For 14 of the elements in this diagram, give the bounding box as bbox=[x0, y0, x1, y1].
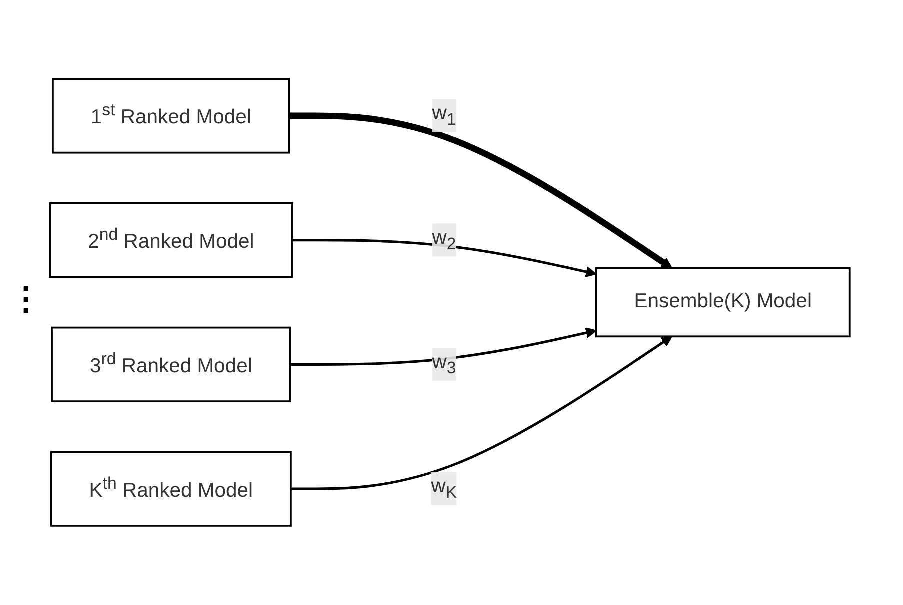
node-box: 3$^{rd}$ Ranked Model bbox=[51, 326, 292, 403]
node-box: K$^{th}$ Ranked Model bbox=[50, 451, 292, 527]
edge-label: w$_{3}$ bbox=[432, 352, 456, 378]
arrow bbox=[289, 112, 673, 269]
arrow bbox=[290, 328, 597, 366]
edge-label: w$_{2}$ bbox=[432, 228, 456, 254]
ellipsis-mark: ⋮ bbox=[10, 280, 42, 318]
edge-label: w$_{K}$ bbox=[431, 476, 458, 502]
arrow bbox=[290, 336, 673, 490]
node-box: 1$^{st}$ Ranked Model bbox=[52, 78, 290, 154]
node-box: Ensemble(K) Model bbox=[595, 267, 851, 338]
node-box: 2$^{nd}$ Ranked Model bbox=[49, 202, 294, 278]
arrow bbox=[292, 239, 597, 278]
edge-label: w$_{1}$ bbox=[432, 103, 456, 129]
